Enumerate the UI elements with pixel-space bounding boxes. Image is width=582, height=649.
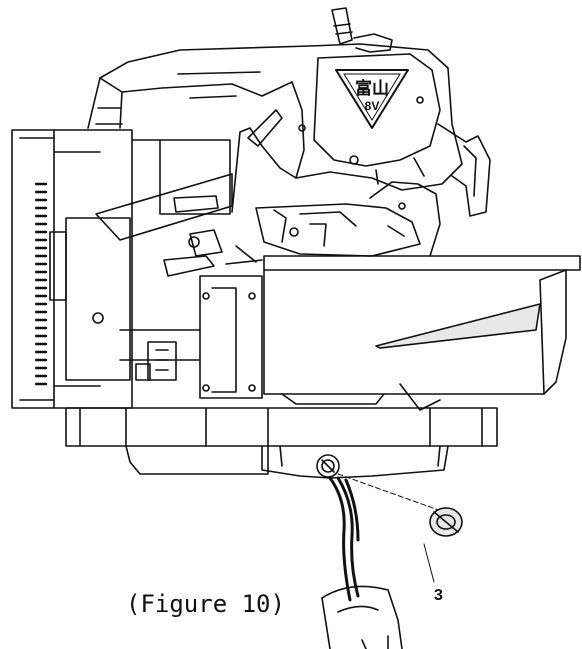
cloth-plate [263,255,581,411]
machine-base [65,407,498,479]
callout-label: 3 [434,587,443,604]
connectors [119,329,201,381]
leader-line [337,473,445,583]
oil-stream [328,476,360,602]
support-bracket [199,275,263,399]
figure-caption: (Figure 10) [126,590,285,618]
logo-shield [298,69,424,165]
needle-mechanism [255,181,441,257]
upper-arm-cover [87,43,463,213]
removed-drain-screw [429,507,463,537]
logo-model-text: 8V [365,99,380,113]
side-lever [247,109,491,217]
oil-container [321,585,403,649]
thread-stand [331,7,393,53]
tension-assembly [163,229,263,277]
motor-housing [11,129,231,409]
oil-drain-screw [316,454,340,478]
vent-slots [34,182,48,386]
guide-plate [95,173,233,241]
logo-chinese-text: 富山 [355,78,389,99]
